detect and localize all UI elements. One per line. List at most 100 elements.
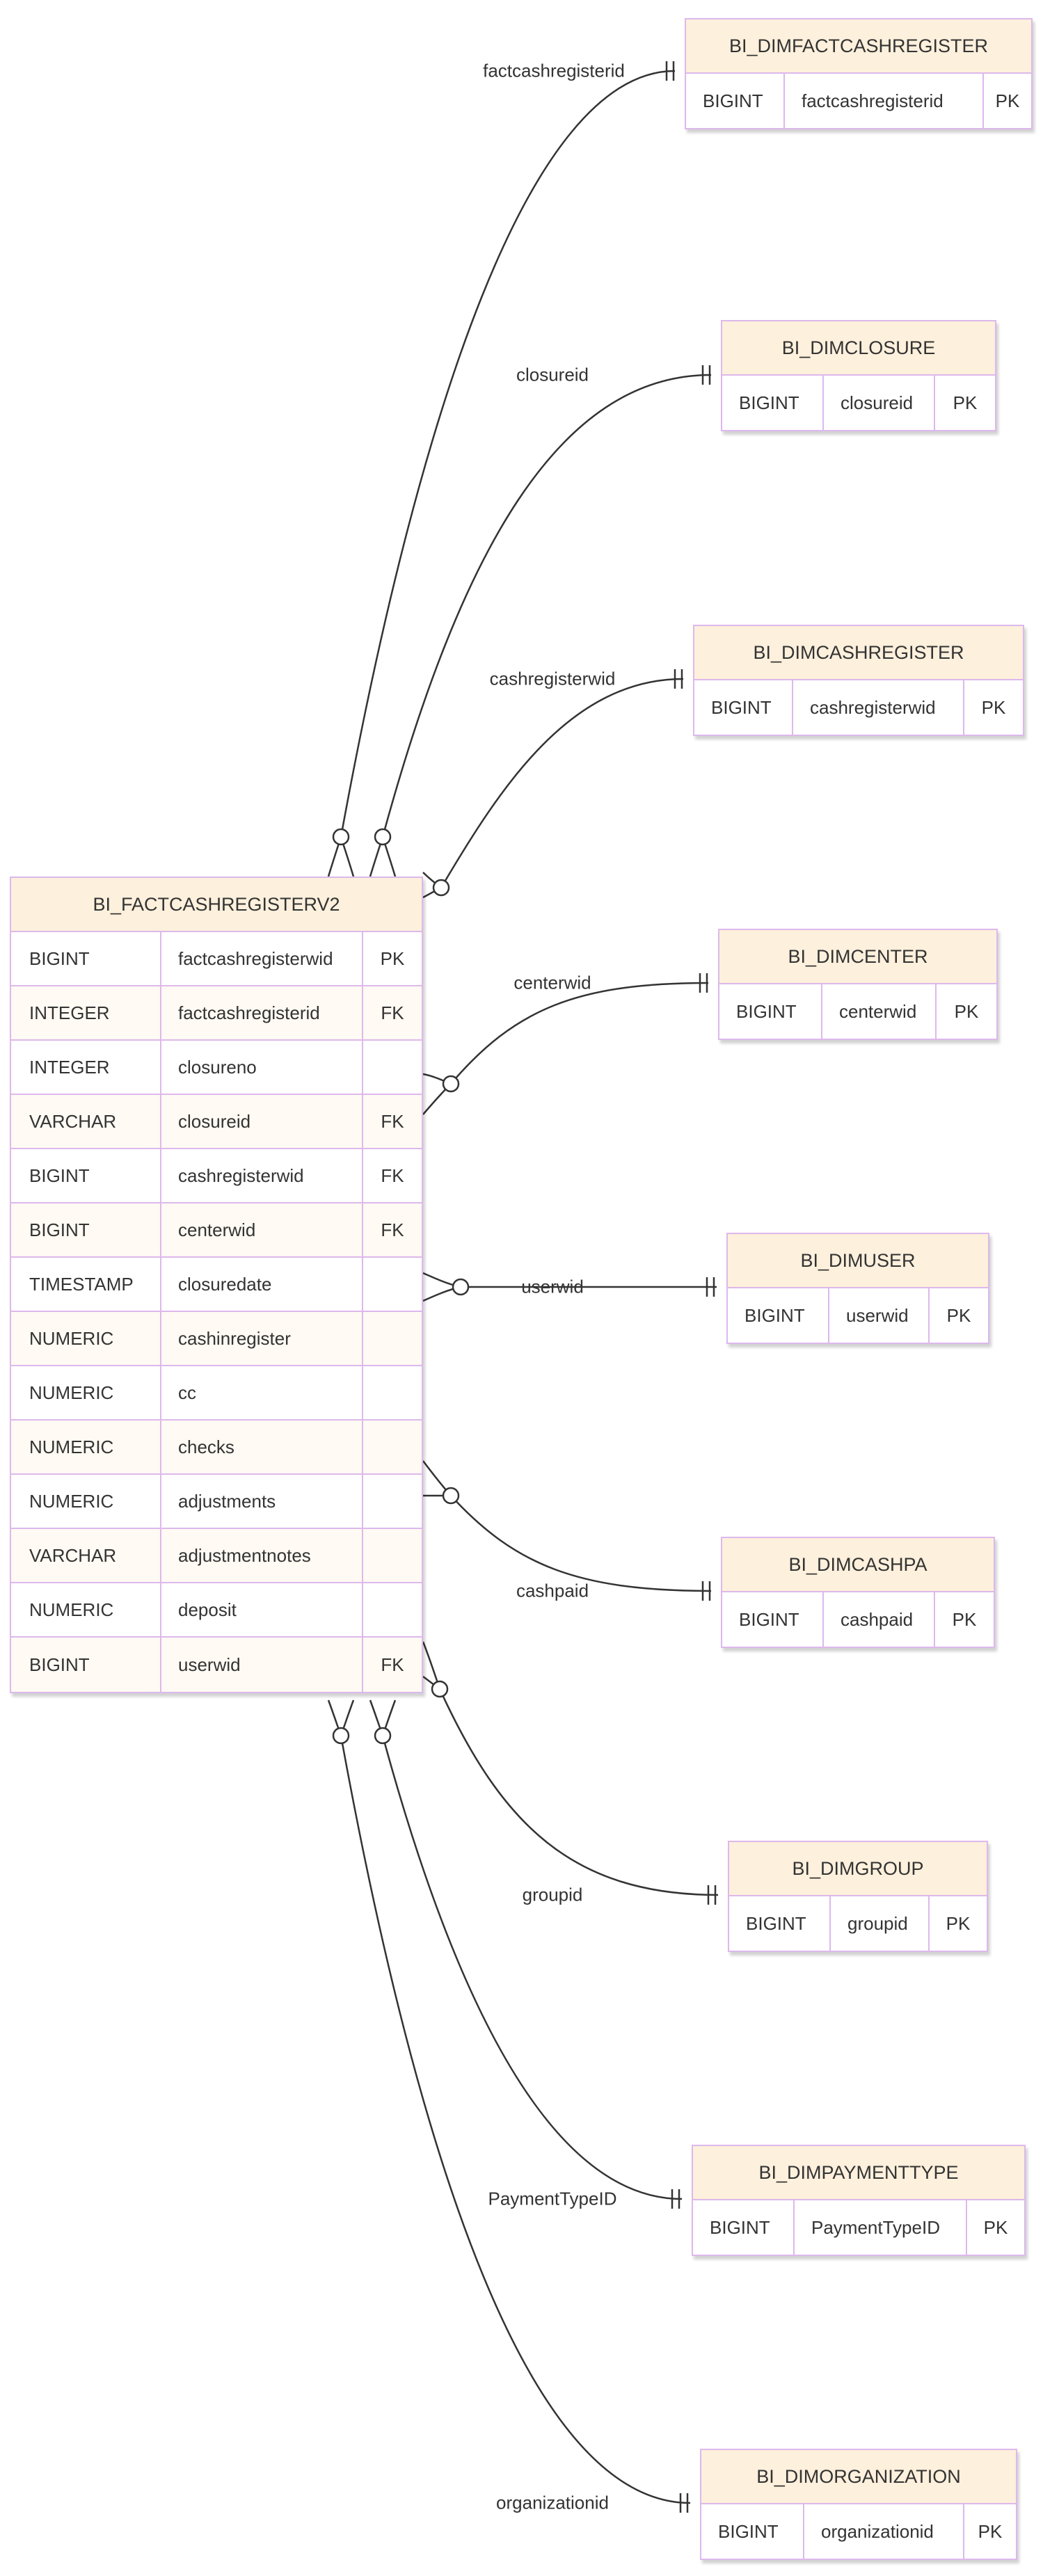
attribute-key: PK [934,376,995,430]
one-marker [674,669,683,689]
relationship-line [340,1735,691,2504]
attribute-type: VARCHAR [29,1110,117,1132]
one-marker [706,1277,715,1297]
entity-title: BI_DIMORGANIZATION [701,2450,1016,2504]
attribute-key: PK [935,984,996,1039]
attribute-key: PK [963,680,1023,735]
zero-marker [332,828,350,846]
attribute-key [362,1421,422,1473]
entity-title: BI_DIMCENTER [719,930,996,984]
attribute-key: PK [362,932,422,985]
relationship-label: centerwid [513,972,591,993]
entity-title: BI_DIMUSER [728,1234,988,1288]
attribute-name: cashregisterwid [160,1149,362,1202]
attribute-name: factcashregisterid [160,986,362,1039]
zero-marker [374,1727,392,1745]
attribute-name: cashregisterwid [792,680,963,735]
attribute-key: PK [982,74,1031,128]
attribute-name: factcashregisterwid [160,932,362,985]
attribute-key [362,1312,422,1365]
attribute-name: closureno [160,1041,362,1094]
attribute-type: BIGINT [739,392,799,413]
relationship-label: PaymentTypeID [488,2188,617,2209]
attribute-type: INTEGER [29,1002,110,1023]
attribute-type: BIGINT [746,1912,806,1934]
zero-marker [442,1487,460,1505]
relationship-label: userwid [521,1276,584,1297]
attribute-name: userwid [828,1288,928,1343]
attribute-name: groupid [829,1896,928,1951]
attribute-type: BIGINT [745,1304,805,1326]
attribute-key: PK [934,1592,994,1647]
attribute-key [362,1258,422,1311]
attribute-type: BIGINT [718,2520,779,2542]
attribute-name: adjustmentnotes [160,1529,362,1582]
one-marker [701,365,711,385]
attribute-name: cashinregister [160,1312,362,1365]
one-marker [707,1885,717,1905]
attribute-name: checks [160,1421,362,1473]
relationship-line [438,1688,719,1896]
attribute-type: NUMERIC [29,1490,114,1512]
relationship-label: factcashregisterid [483,60,625,81]
relationship-label: closureid [516,364,589,385]
relationship-line [450,1495,712,1592]
attribute-type: BIGINT [29,1165,90,1186]
attribute-name: deposit [160,1583,362,1636]
attribute-key: FK [362,1638,422,1692]
attribute-key: FK [362,1095,422,1148]
one-marker [699,973,708,993]
attribute-type: BIGINT [710,2216,770,2238]
relationship-label: organizationid [496,2492,609,2513]
attribute-type: BIGINT [29,1219,90,1240]
relationship-label: groupid [522,1884,583,1905]
attribute-name: PaymentTypeID [793,2200,966,2255]
zero-marker [332,1727,350,1745]
entity-title: BI_FACTCASHREGISTERV2 [11,878,422,932]
attribute-type: VARCHAR [29,1544,117,1566]
attribute-key [362,1583,422,1636]
attribute-key [362,1366,422,1419]
attribute-key [362,1041,422,1094]
relationship-line [340,70,676,838]
relationship-label: cashregisterwid [489,668,616,689]
relationship-label: cashpaid [516,1580,589,1601]
attribute-key: PK [928,1896,987,1951]
entity-title: BI_DIMCLOSURE [722,321,995,376]
attribute-name: organizationid [803,2504,963,2559]
attribute-type: TIMESTAMP [29,1273,134,1295]
entity-title: BI_DIMCASHPA [722,1538,994,1592]
attribute-key [362,1529,422,1582]
attribute-row: VARCHAR adjustmentnotes [11,1529,422,1583]
attribute-type: BIGINT [739,1608,799,1630]
attribute-key: FK [362,986,422,1039]
entity-title: BI_DIMGROUP [729,1842,987,1896]
